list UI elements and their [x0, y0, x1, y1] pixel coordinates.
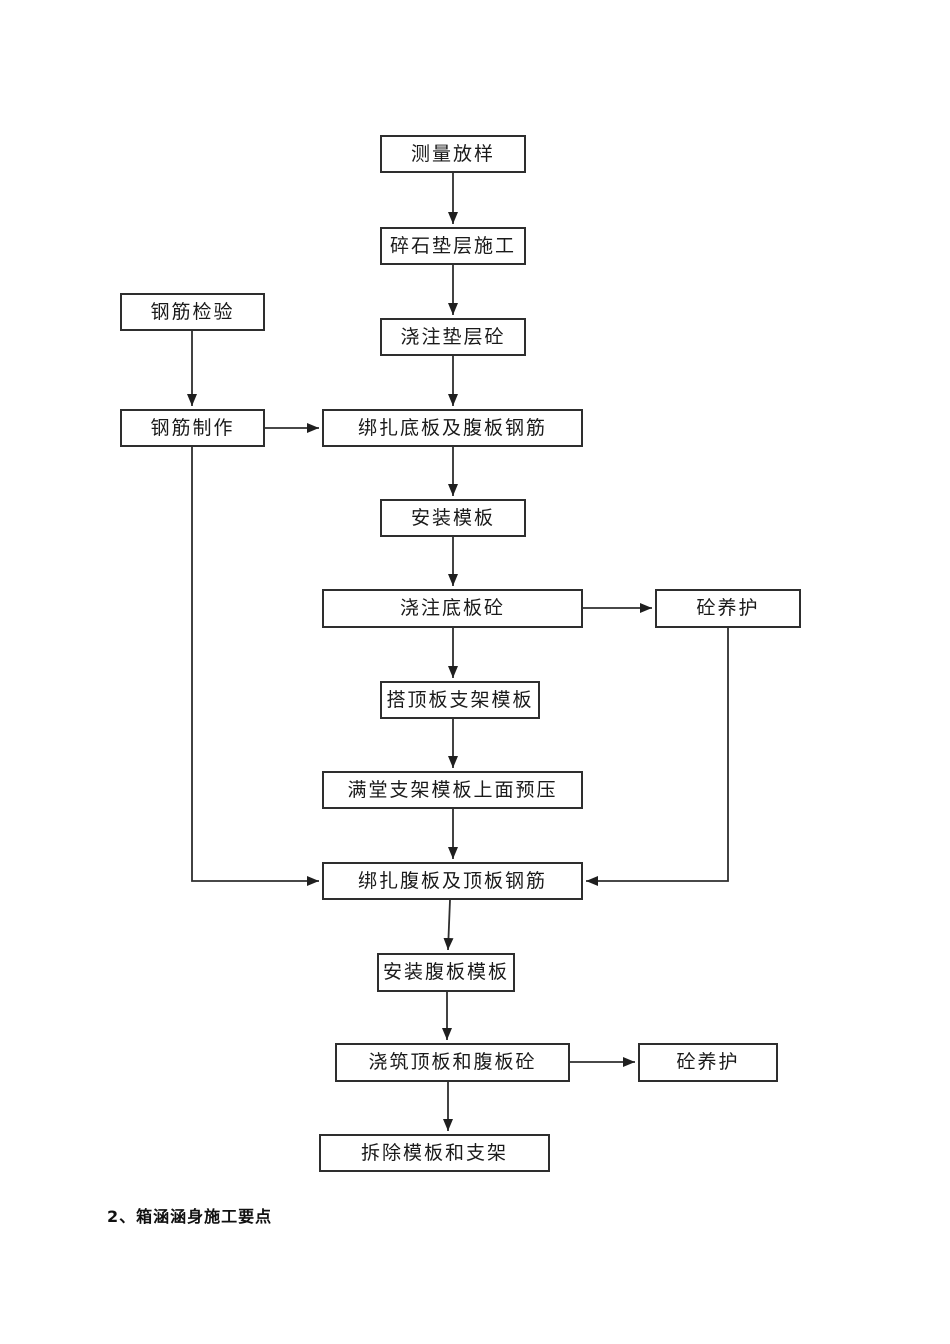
flow-node-top-slab-support: 搭顶板支架模板	[380, 681, 540, 719]
flow-node-install-formwork: 安装模板	[380, 499, 526, 537]
flow-node-install-web-form: 安装腹板模板	[377, 953, 515, 992]
flow-node-concrete-curing-2: 砼养护	[638, 1043, 778, 1082]
section-heading: 2、箱涵涵身施工要点	[107, 1207, 273, 1226]
flow-node-pour-bottom-slab: 浇注底板砼	[322, 589, 583, 628]
flow-node-concrete-curing-1: 砼养护	[655, 589, 801, 628]
flow-node-gravel-cushion: 碎石垫层施工	[380, 227, 526, 265]
edge-cure1-tie-web-top	[586, 628, 729, 886]
flow-node-tie-web-top-rebar: 绑扎腹板及顶板钢筋	[322, 862, 583, 900]
flow-node-rebar-inspection: 钢筋检验	[120, 293, 265, 331]
edge-tie-web-top-install-web	[443, 899, 454, 951]
flow-node-support-preload: 满堂支架模板上面预压	[322, 771, 583, 809]
flow-node-tie-bottom-rebar: 绑扎底板及腹板钢筋	[322, 409, 583, 447]
flow-node-survey: 测量放样	[380, 135, 526, 173]
edge-fabrication-tie-web-top	[191, 447, 319, 886]
flow-node-pour-cushion: 浇注垫层砼	[380, 318, 526, 356]
flow-node-rebar-fabrication: 钢筋制作	[120, 409, 265, 447]
flow-node-pour-top-web: 浇筑顶板和腹板砼	[335, 1043, 570, 1082]
flow-node-remove-formwork: 拆除模板和支架	[319, 1134, 550, 1172]
